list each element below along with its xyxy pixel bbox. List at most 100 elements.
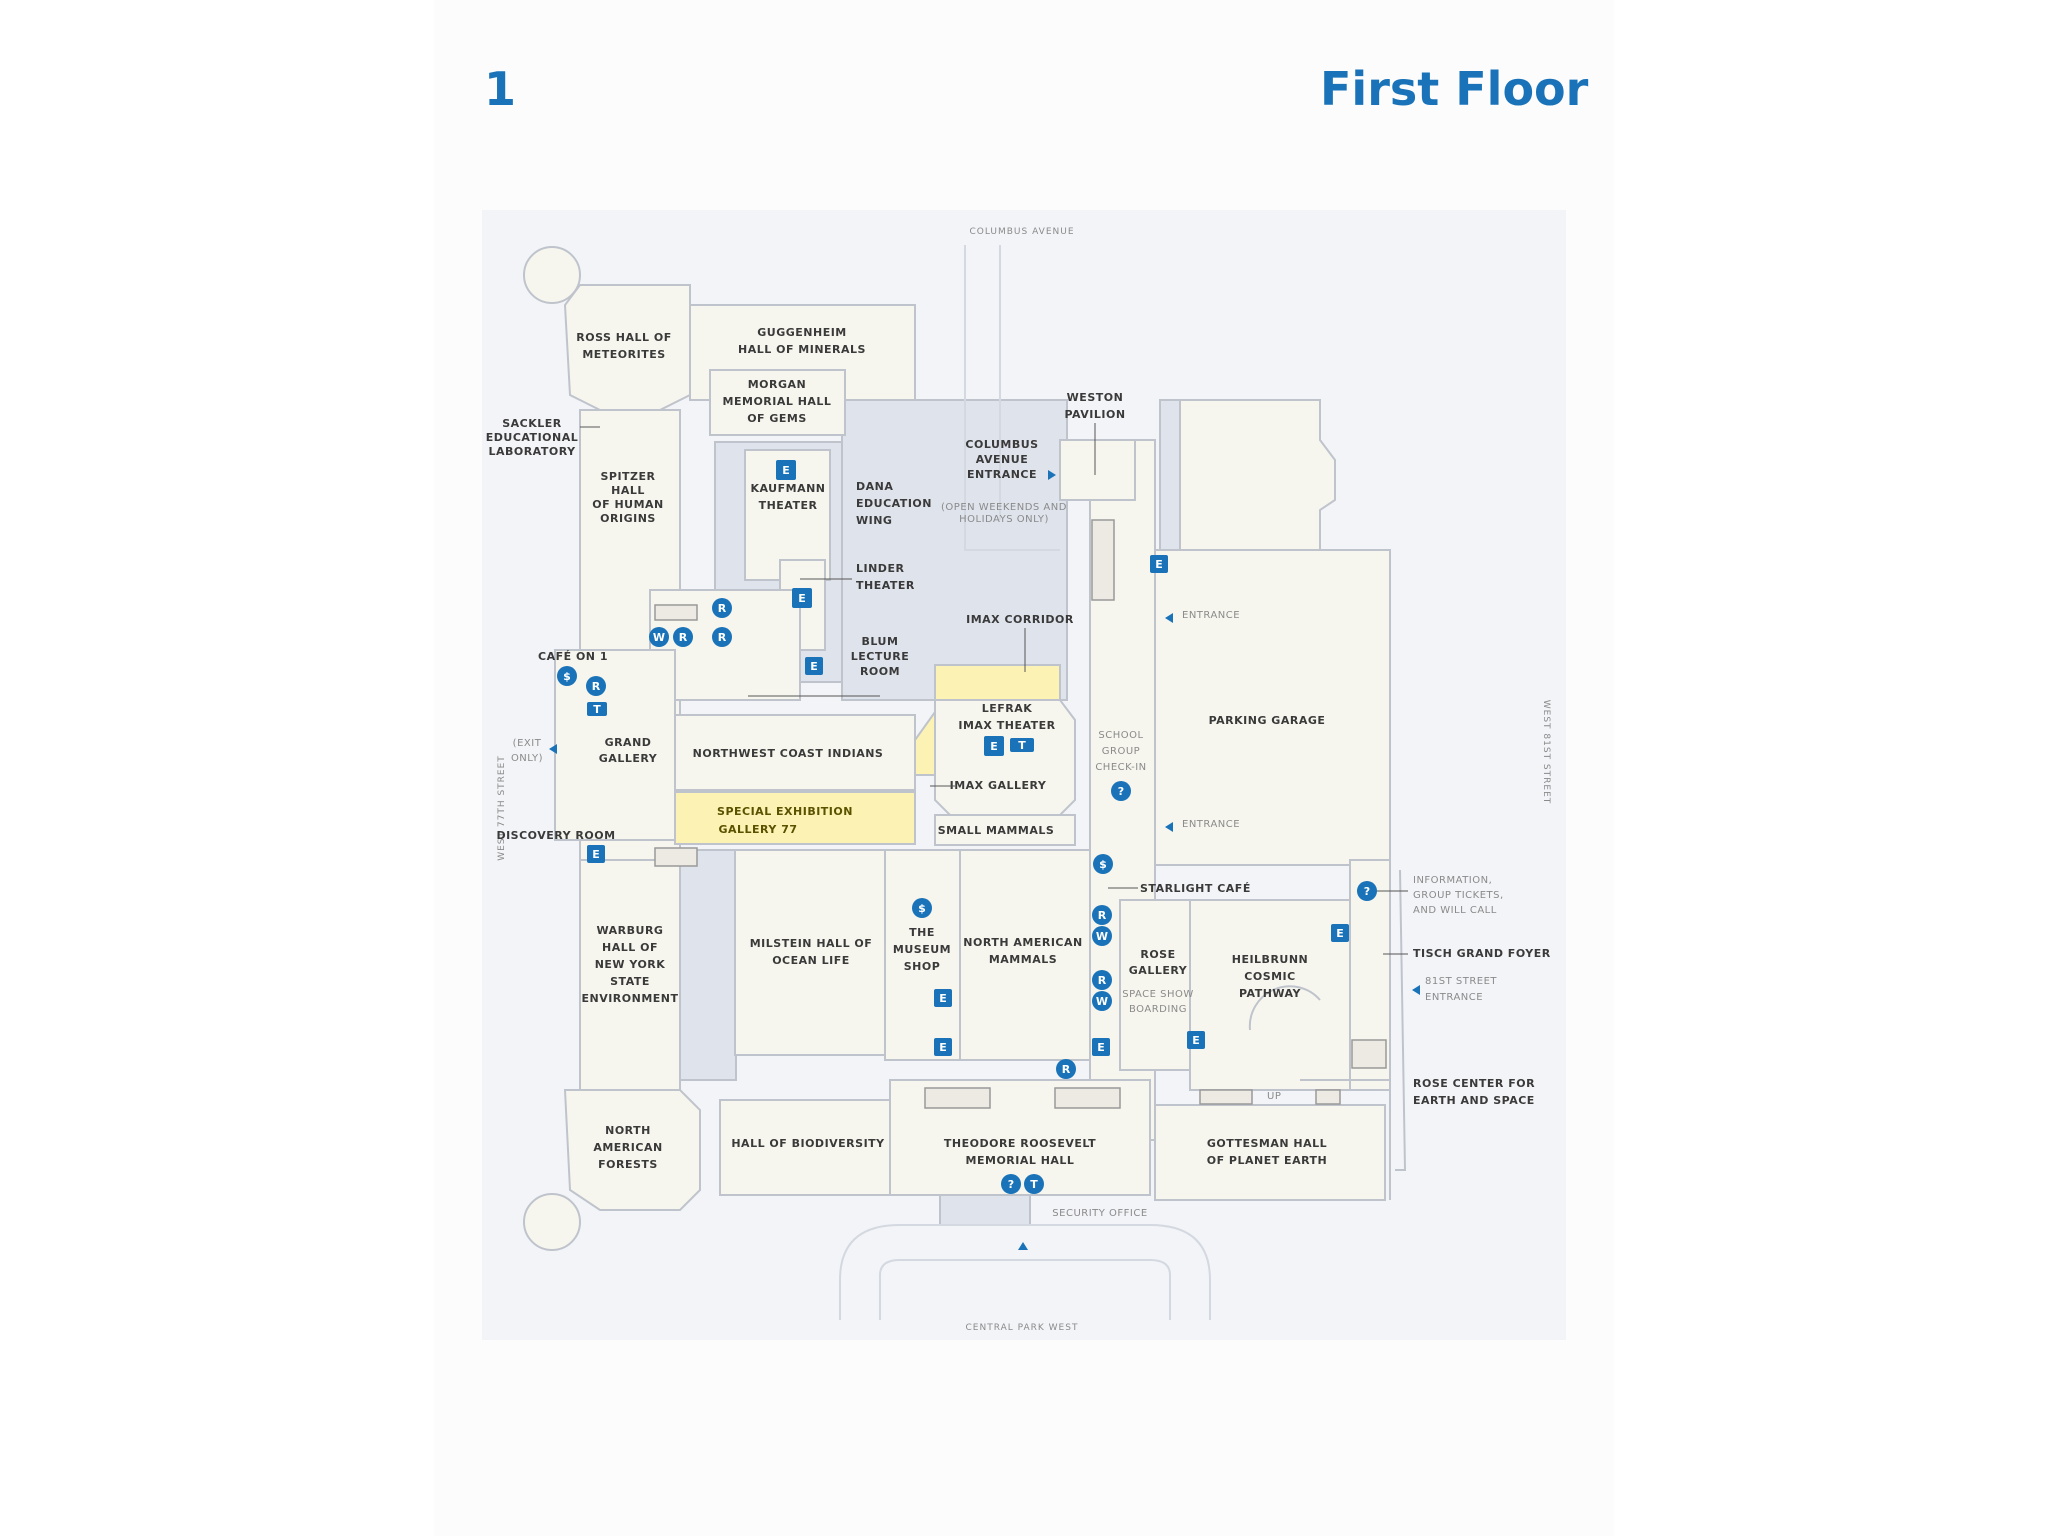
svg-text:T: T <box>1018 739 1026 752</box>
label-exit-only-2: ONLY) <box>511 753 543 764</box>
room-gottesman[interactable] <box>1154 1104 1386 1201</box>
room-heilbrunn[interactable] <box>1189 899 1351 1091</box>
room-parking[interactable] <box>1154 549 1391 866</box>
svg-text:?: ? <box>1364 885 1370 898</box>
room-milstein[interactable] <box>734 849 886 1056</box>
room-small-mammals[interactable] <box>934 814 1076 846</box>
elevator-icon[interactable]: E <box>805 657 823 675</box>
label-na-forests-1: NORTH <box>605 1124 651 1137</box>
room-nw-coast[interactable] <box>674 714 916 791</box>
restroom-icon[interactable]: R <box>586 676 606 696</box>
label-warburg-5: ENVIRONMENT <box>581 992 678 1005</box>
label-space-show-2: BOARDING <box>1129 1004 1187 1015</box>
label-weston-2: PAVILION <box>1064 408 1125 421</box>
tickets-icon[interactable]: T <box>1010 738 1034 752</box>
elevator-icon[interactable]: E <box>984 736 1004 756</box>
paths <box>839 245 1211 1320</box>
svg-text:$: $ <box>1099 858 1107 871</box>
label-na-forests-2: AMERICAN <box>593 1141 662 1154</box>
svg-text:E: E <box>939 992 947 1005</box>
rose-center-edge <box>1395 869 1407 1171</box>
restroom-icon[interactable]: R <box>712 598 732 618</box>
svg-text:R: R <box>1098 974 1107 987</box>
restroom-icon[interactable]: R <box>1092 905 1112 925</box>
room-lefrak[interactable] <box>934 699 1076 816</box>
restroom-icon[interactable]: R <box>712 627 732 647</box>
label-columbus-2: AVENUE <box>976 453 1028 466</box>
label-school-2: GROUP <box>1102 746 1140 757</box>
label-na-mammals-1: NORTH AMERICAN <box>963 936 1082 949</box>
label-grand-gallery-1: GRAND <box>605 736 652 749</box>
label-info-3: AND WILL CALL <box>1413 905 1497 916</box>
label-na-mammals-2: MAMMALS <box>989 953 1057 966</box>
label-warburg-1: WARBURG <box>597 924 664 937</box>
info-icon[interactable]: ? <box>1001 1174 1021 1194</box>
tower-sw <box>523 1193 581 1251</box>
elevator-icon[interactable]: E <box>587 845 605 863</box>
elevator-icon[interactable]: E <box>934 1038 952 1056</box>
elevator-icon[interactable]: E <box>1187 1031 1205 1049</box>
label-nw-coast: NORTHWEST COAST INDIANS <box>693 747 884 760</box>
wheelchair-icon[interactable]: W <box>1092 926 1112 946</box>
cafe-icon[interactable]: $ <box>1093 854 1113 874</box>
label-small-mammals: SMALL MAMMALS <box>938 824 1055 837</box>
label-columbus-note-1: (OPEN WEEKENDS AND <box>941 502 1067 513</box>
room-rose-gallery[interactable] <box>1119 899 1191 1071</box>
svg-text:?: ? <box>1118 785 1124 798</box>
label-lefrak-1: LEFRAK <box>982 702 1033 715</box>
svg-text:E: E <box>810 660 818 673</box>
rose-center-outline <box>1300 1079 1391 1200</box>
restroom-icon[interactable]: R <box>1092 970 1112 990</box>
elevator-icon[interactable]: E <box>1092 1038 1110 1056</box>
shop-icon[interactable]: $ <box>912 898 932 918</box>
room-museum-shop[interactable] <box>884 849 961 1061</box>
label-roosevelt-2: MEMORIAL HALL <box>966 1154 1075 1167</box>
info-icon[interactable]: ? <box>1111 781 1131 801</box>
elevator-icon[interactable]: E <box>792 588 812 608</box>
elevator-icon[interactable]: E <box>934 989 952 1007</box>
floor-title: First Floor <box>1320 62 1589 116</box>
elevator-icon[interactable]: E <box>1150 555 1168 573</box>
wheelchair-icon[interactable]: W <box>1092 991 1112 1011</box>
label-grand-gallery-2: GALLERY <box>599 752 658 765</box>
label-linder-2: THEATER <box>856 579 915 592</box>
cafe-icon[interactable]: $ <box>557 666 577 686</box>
svg-text:R: R <box>1062 1063 1071 1076</box>
label-blum-2: LECTURE <box>851 650 910 663</box>
room-na-forests[interactable] <box>563 1089 701 1211</box>
arrow-81st <box>1412 985 1420 995</box>
label-biodiversity: HALL OF BIODIVERSITY <box>731 1137 885 1150</box>
entrance-arrows <box>549 470 1420 1250</box>
label-linder-1: LINDER <box>856 562 904 575</box>
label-rose-gallery-1: ROSE <box>1140 948 1175 961</box>
room-morgan[interactable] <box>709 369 846 436</box>
room-special-exhibition[interactable] <box>674 791 916 845</box>
tickets-icon[interactable]: T <box>587 702 607 716</box>
stairs <box>654 519 1387 1109</box>
label-school-1: SCHOOL <box>1098 730 1143 741</box>
elevator-icon[interactable]: E <box>776 460 796 480</box>
label-columbus-3: ENTRANCE <box>967 468 1037 481</box>
label-exit-only-1: (EXIT <box>513 738 542 749</box>
svg-text:$: $ <box>918 902 926 915</box>
label-warburg-3: NEW YORK <box>595 958 666 971</box>
room-warburg[interactable] <box>579 859 681 1091</box>
restroom-icon[interactable]: R <box>1056 1059 1076 1079</box>
label-discovery: DISCOVERY ROOM <box>496 829 615 842</box>
room-labels: ROSS HALL OF METEORITES GUGGENHEIM HALL … <box>486 326 1551 1219</box>
label-milstein-1: MILSTEIN HALL OF <box>750 937 873 950</box>
label-imax-gallery: IMAX GALLERY <box>950 779 1047 792</box>
tickets-icon[interactable]: T <box>1024 1174 1044 1194</box>
room-na-mammals[interactable] <box>959 849 1091 1061</box>
elevator-icon[interactable]: E <box>1331 924 1349 942</box>
info-icon[interactable]: ? <box>1357 881 1377 901</box>
svg-text:?: ? <box>1008 1178 1014 1191</box>
street-south: CENTRAL PARK WEST <box>966 1323 1079 1333</box>
label-shop-2: MUSEUM <box>893 943 951 956</box>
restroom-icon[interactable]: R <box>673 627 693 647</box>
wheelchair-icon[interactable]: W <box>649 627 669 647</box>
label-guggenheim-1: GUGGENHEIM <box>757 326 847 339</box>
arrow-columbus <box>1048 470 1056 480</box>
room-weston[interactable] <box>1059 439 1136 501</box>
